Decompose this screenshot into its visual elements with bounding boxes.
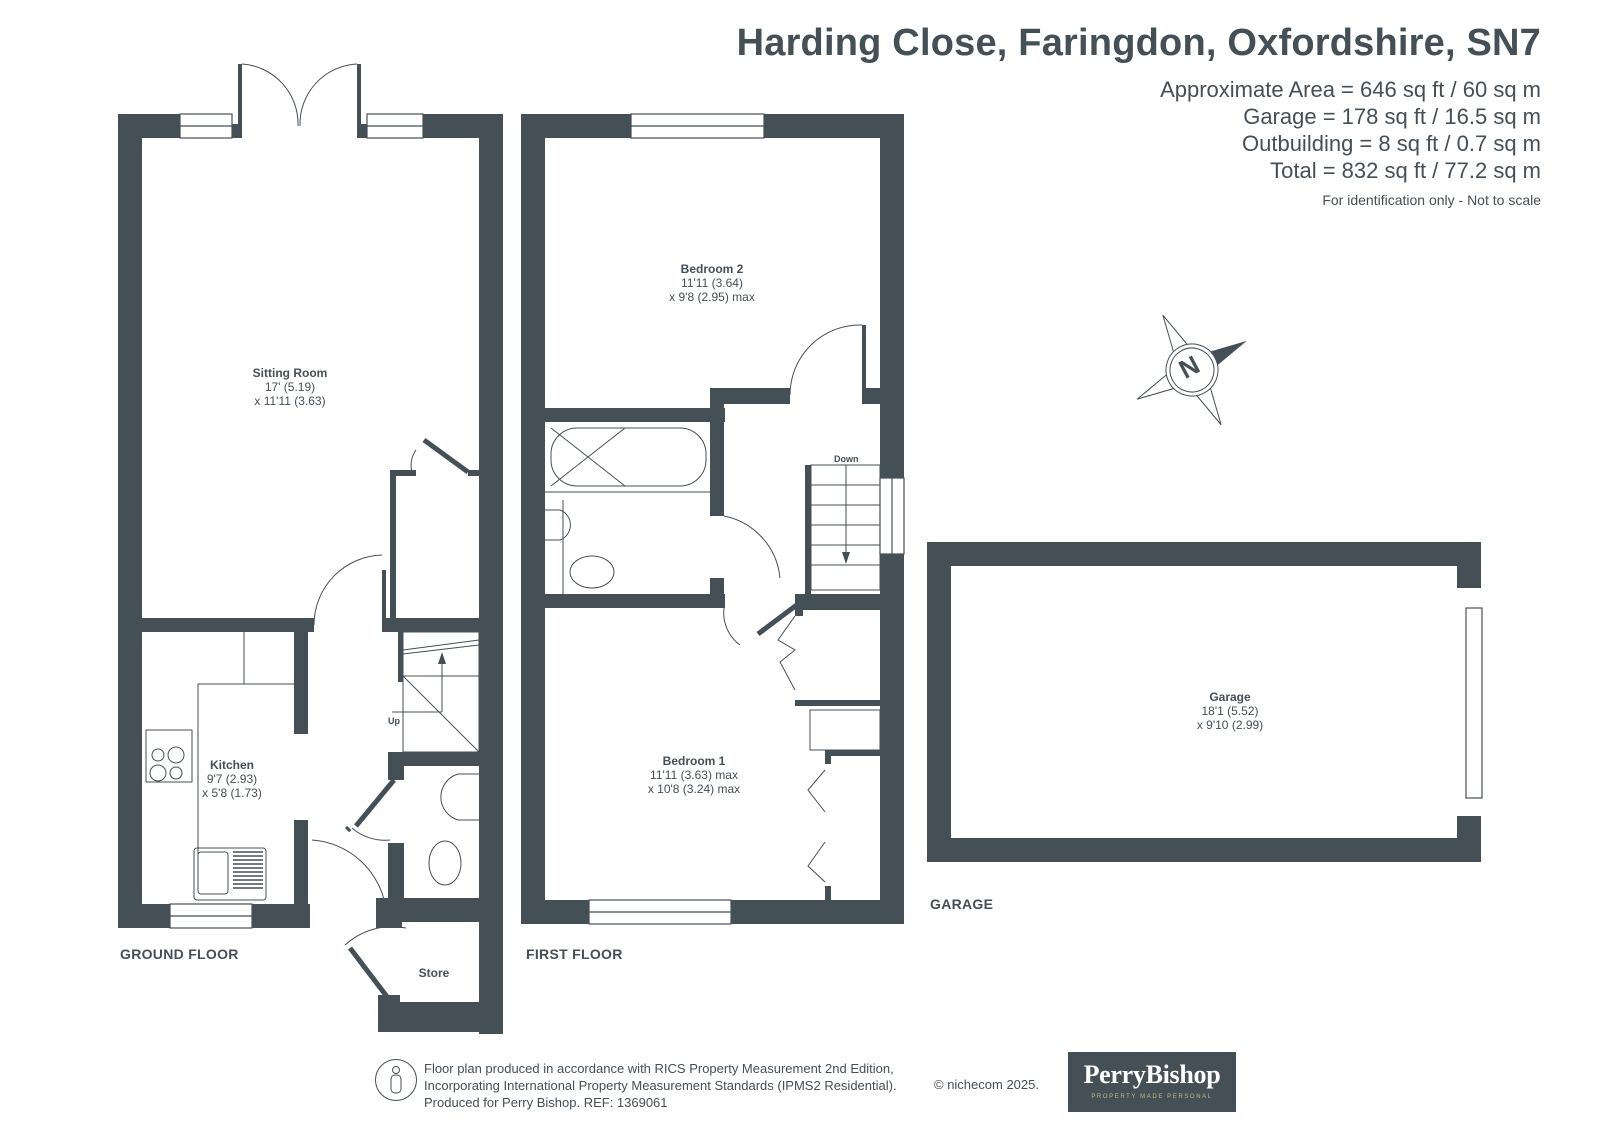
floor-label-garage: GARAGE [930, 896, 994, 912]
footer-disclaimer: Floor plan produced in accordance with R… [424, 1061, 897, 1110]
floor-label-first: FIRST FLOOR [526, 946, 623, 962]
stairs-up-label: Up [388, 716, 400, 726]
room-label-kitchen: Kitchen 9'7 (2.93) x 5'8 (1.73) [202, 758, 262, 800]
room-label-bedroom-2: Bedroom 2 11'11 (3.64) x 9'8 (2.95) max [669, 262, 755, 304]
area-approx: Approximate Area = 646 sq ft / 60 sq m [1160, 77, 1541, 102]
property-title: Harding Close, Faringdon, Oxfordshire, S… [736, 22, 1541, 64]
stairs-down-label: Down [834, 454, 859, 464]
scale-note: For identification only - Not to scale [1322, 192, 1541, 208]
room-label-sitting-room: Sitting Room 17' (5.19) x 11'11 (3.63) [252, 366, 328, 408]
room-label-bedroom-1: Bedroom 1 11'11 (3.63) max x 10'8 (3.24)… [647, 754, 741, 796]
room-label-garage: Garage 18'1 (5.52) x 9'10 (2.99) [1196, 690, 1264, 732]
perry-bishop-logo: PerryBishop PROPERTY MADE PERSONAL [1068, 1052, 1236, 1112]
logo-brand: PerryBishop [1083, 1060, 1221, 1089]
floor-label-ground: GROUND FLOOR [120, 946, 239, 962]
compass-icon [1136, 314, 1247, 426]
logo-tagline: PROPERTY MADE PERSONAL [1091, 1094, 1213, 1100]
area-total: Total = 832 sq ft / 77.2 sq m [1270, 158, 1541, 183]
room-label-store: Store [418, 966, 450, 980]
area-summary: Approximate Area = 646 sq ft / 60 sq m G… [1160, 76, 1541, 184]
copyright: © nichecom 2025. [934, 1077, 1039, 1092]
area-outbuilding: Outbuilding = 8 sq ft / 0.7 sq m [1242, 131, 1541, 156]
person-icon [375, 1059, 417, 1101]
area-garage: Garage = 178 sq ft / 16.5 sq m [1243, 104, 1541, 129]
